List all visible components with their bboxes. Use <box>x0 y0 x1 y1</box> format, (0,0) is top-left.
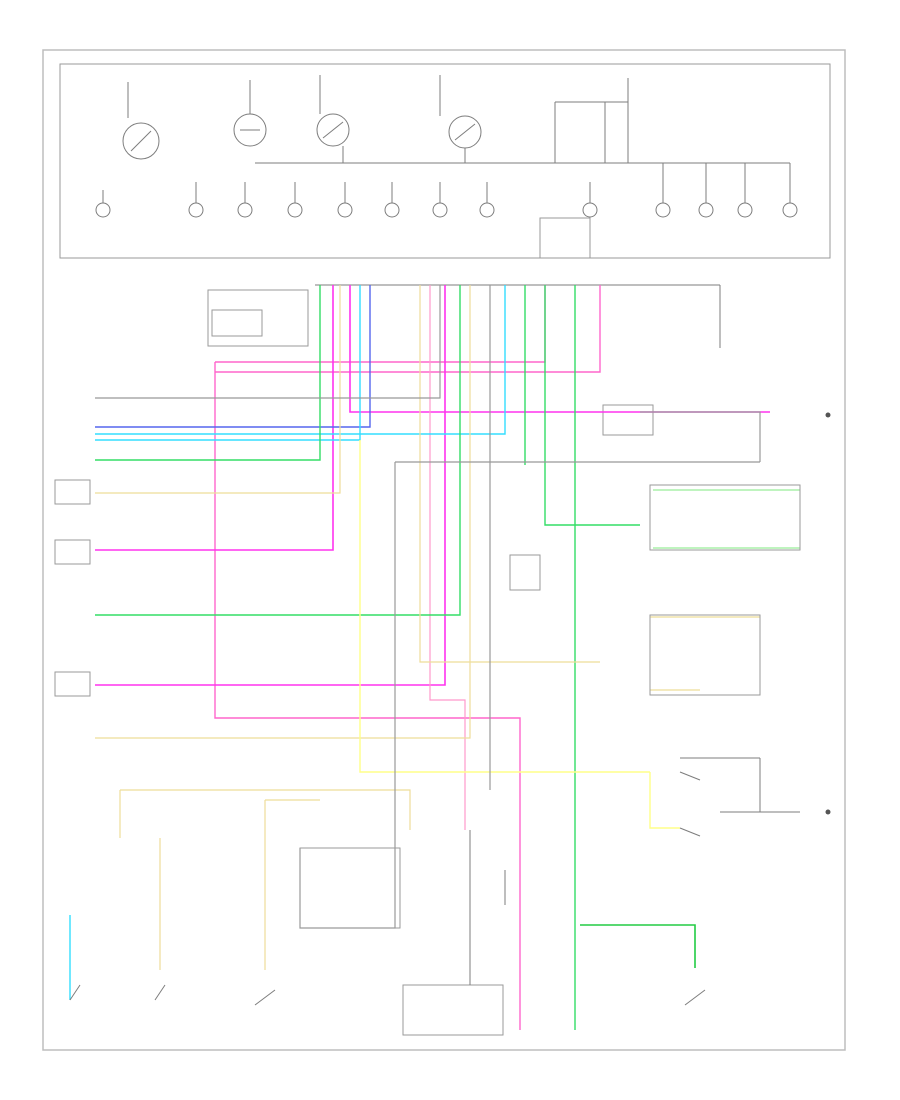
wire-gray <box>95 285 761 929</box>
wire-magenta <box>95 285 770 686</box>
left-connector-brackets <box>54 479 91 697</box>
right-switch-icons <box>679 757 800 837</box>
wire-dark-green <box>580 924 696 968</box>
fuse-block-inner <box>211 309 263 337</box>
wire-green <box>95 285 640 1030</box>
diagram-frame <box>42 49 846 1051</box>
module-block-bottom <box>402 984 504 1036</box>
fuel-gauge-icon <box>316 75 350 163</box>
wire-pink-main <box>214 285 601 1030</box>
ground-terminals <box>825 412 831 815</box>
wire-tan <box>95 285 760 970</box>
voltmeter-gauge-icon <box>233 80 267 147</box>
sensor-block-lower <box>299 847 401 929</box>
fuse-block-box <box>207 289 309 347</box>
instrument-cluster-box <box>59 63 831 259</box>
oil-pressure-gauge-icon <box>439 75 482 163</box>
cluster-switch-icon <box>554 78 629 163</box>
sensor-block-center <box>509 554 541 591</box>
indicator-bulbs-row <box>95 163 798 259</box>
wire-light-pink <box>429 285 466 830</box>
wire-blue <box>95 285 371 428</box>
bottom-switches <box>69 984 706 1006</box>
right-component-block-2 <box>649 614 761 696</box>
right-component-block-1 <box>649 484 801 551</box>
speedometer-gauge-icon <box>122 82 160 160</box>
wire-yellow <box>359 440 680 829</box>
pcm-box <box>602 404 654 436</box>
wire-light-green <box>653 489 800 549</box>
